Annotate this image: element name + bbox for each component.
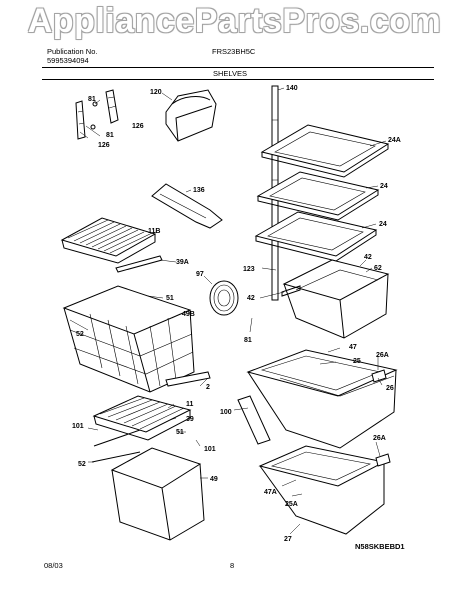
callout-25: 25 [353,358,361,365]
shelf-24-lower [254,211,378,262]
rod-101 [93,429,141,447]
callout-51: 51 [166,295,174,302]
footer-date: 08/03 [44,561,63,570]
screw-81-a [92,101,98,107]
callout-27: 27 [284,536,292,543]
shelf-support-bracket-upper [105,89,119,124]
callout-39: 39 [186,416,194,423]
wire-basket-49b [62,285,195,393]
callout-47a: 47A [264,489,277,496]
clip-26a-upper [371,369,387,383]
callout-100: 100 [220,409,232,416]
watermark: AppliancePartsPros.com [27,2,442,40]
coil-97 [209,280,239,316]
pan-assembly-47 [246,349,398,449]
publication-label: Publication No. [47,47,98,56]
screw-81-b [90,124,96,130]
callout-62: 62 [374,265,382,272]
callout-24: 24 [380,183,388,190]
shelf-24a [260,124,390,178]
dairy-bin-120 [165,89,217,142]
callout-101: 101 [204,446,216,453]
callout-81: 81 [106,132,114,139]
callout-26a: 26A [373,435,386,442]
cover-100 [237,395,271,445]
shelf-support-bracket-lower [75,100,86,140]
wire-shelf-11 [92,395,192,441]
callout-126: 126 [132,123,144,130]
callout-97: 97 [196,271,204,278]
wire-shelf-11b [60,217,157,264]
callout-2: 2 [206,384,210,391]
section-rule [42,79,434,80]
callout-81: 81 [88,96,96,103]
callout-26: 26 [386,385,394,392]
callout-24: 24 [379,221,387,228]
crisper-drawer-62 [282,259,390,339]
callout-24a: 24A [388,137,401,144]
rail-42 [281,285,301,297]
callout-123: 123 [243,266,255,273]
publication-number: 5995394094 [47,56,89,65]
page-number: 8 [230,561,235,570]
callout-47: 47 [349,344,357,351]
trim-piece-136 [151,183,223,229]
pan-assembly-47a [258,445,386,535]
callout-26a: 26A [376,352,389,359]
callout-42: 42 [247,295,255,302]
trim-2 [165,371,211,387]
callout-42: 42 [364,254,372,261]
section-title: SHELVES [213,69,248,78]
shelf-24-upper [256,171,380,221]
callout-52: 52 [78,461,86,468]
callout-120: 120 [150,89,162,96]
callout-101: 101 [72,423,84,430]
model-number: FRS23BH5C [212,47,256,56]
callout-140: 140 [286,85,298,92]
callout-25a: 25A [285,501,298,508]
rod-52 [91,451,141,463]
callout-49: 49 [210,476,218,483]
bin-49 [110,447,205,541]
header-rule [42,67,434,68]
callout-81: 81 [244,337,252,344]
callout-52: 52 [76,331,84,338]
callout-11: 11 [186,401,194,408]
trim-39a [115,255,163,273]
clip-26a-lower [375,453,391,467]
callout-136: 136 [193,187,205,194]
callout-49b: 49B [182,311,195,318]
callout-11b: 11B [148,228,160,235]
callout-126: 126 [98,142,110,149]
callout-39a: 39A [176,259,189,266]
diagram-code: N58SKBEBD1 [355,542,405,551]
callout-51: 51 [176,429,184,436]
